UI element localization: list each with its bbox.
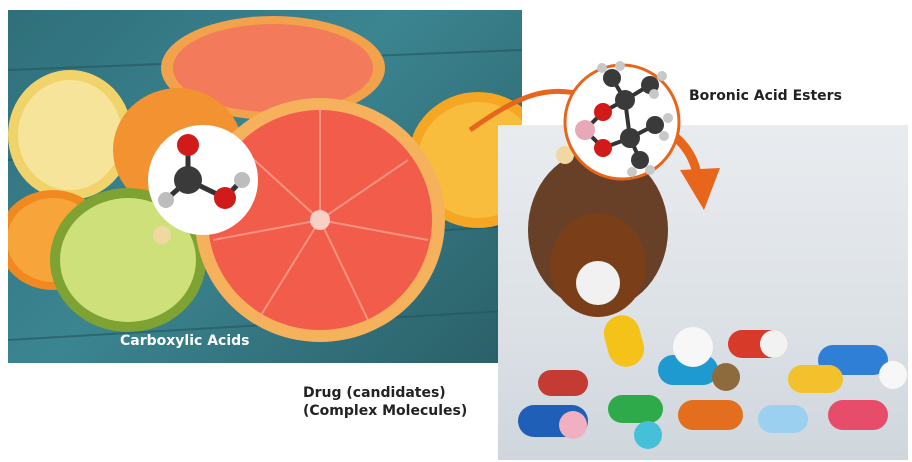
citrus-illustration	[8, 16, 522, 342]
carboxylic-acids-label: Carboxylic Acids	[120, 333, 250, 349]
drug-label-line1: Drug (candidates)	[303, 385, 446, 401]
pills-photo	[498, 125, 908, 460]
boronic-acid-esters-label: Boronic Acid Esters	[689, 88, 842, 104]
drug-label-line2: (Complex Molecules)	[303, 403, 468, 419]
drug-candidates-label: Drug (candidates) (Complex Molecules)	[303, 384, 467, 420]
citrus-photo	[8, 10, 522, 363]
pills-illustration	[518, 150, 907, 449]
